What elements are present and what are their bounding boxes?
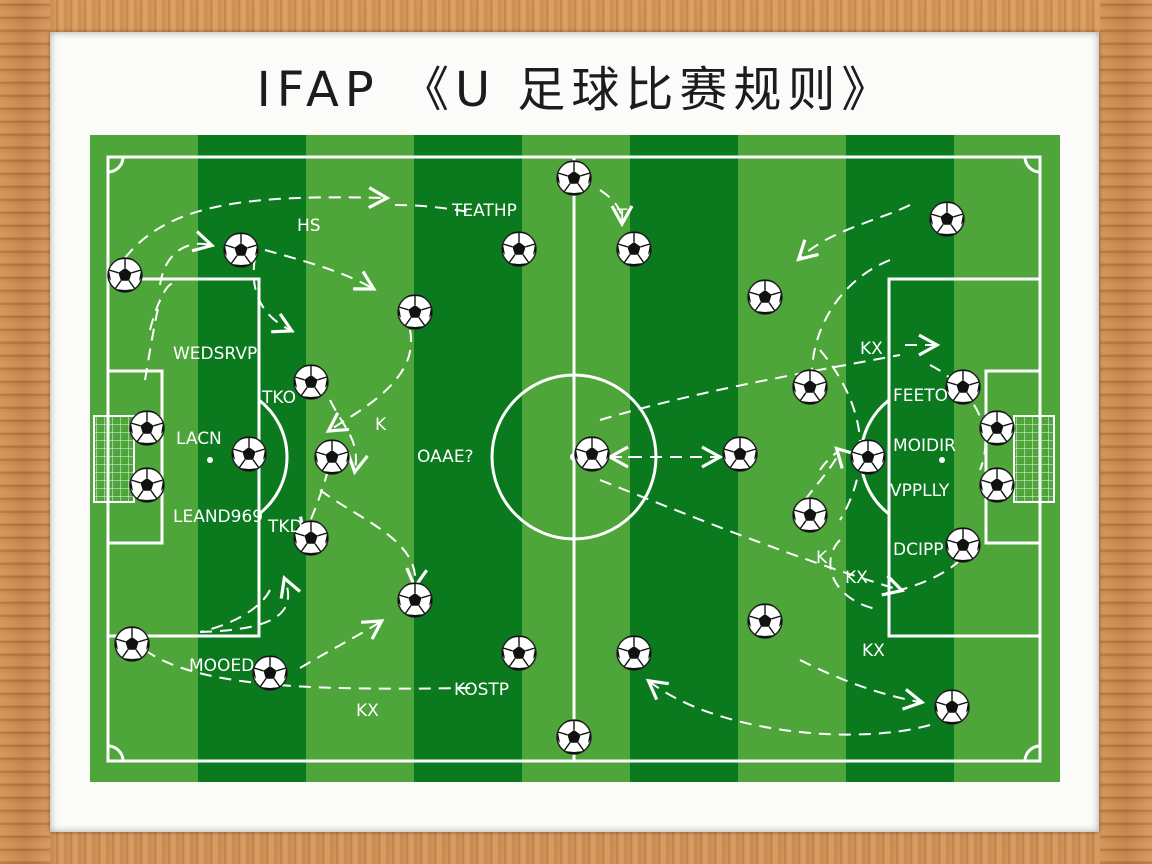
ball-player-icon bbox=[945, 527, 981, 563]
ball-player-icon bbox=[747, 603, 783, 639]
ball-player-icon bbox=[929, 201, 965, 237]
ball-player-icon bbox=[945, 369, 981, 405]
frame-left bbox=[0, 0, 50, 864]
ball-player-icon bbox=[114, 626, 150, 662]
label-right-2: MOIDIR bbox=[893, 436, 956, 456]
ball-player-icon bbox=[979, 410, 1015, 446]
label-left-box-mid: LACN bbox=[176, 429, 222, 449]
ball-player-icon bbox=[293, 364, 329, 400]
ball-player-icon bbox=[397, 294, 433, 330]
ball-player-icon bbox=[107, 257, 143, 293]
ball-player-icon bbox=[722, 436, 758, 472]
ball-player-icon bbox=[129, 467, 165, 503]
ball-player-icon bbox=[934, 689, 970, 725]
label-bottom-left: MOOED bbox=[189, 656, 254, 676]
ball-player-icon bbox=[501, 635, 537, 671]
label-top-left: HS bbox=[297, 216, 321, 236]
ball-player-icon bbox=[792, 369, 828, 405]
label-top-right-small: T bbox=[616, 206, 628, 226]
label-right-mark-4: K bbox=[816, 548, 828, 568]
ball-player-icon bbox=[231, 436, 267, 472]
label-right-mark-2: KX bbox=[845, 568, 868, 588]
label-bottom-mark: KX bbox=[356, 701, 379, 721]
label-right-mark-3: KX bbox=[862, 641, 885, 661]
movement-arrows bbox=[124, 186, 987, 736]
right-goal-net bbox=[1013, 415, 1055, 503]
ball-player-icon bbox=[314, 439, 350, 475]
page-title: IFAP 《U 足球比赛规则》 bbox=[256, 62, 896, 118]
label-top-mid: TEATHP bbox=[451, 201, 517, 221]
label-right-3: VPPLLY bbox=[890, 481, 950, 501]
ball-player-icon bbox=[129, 410, 165, 446]
ball-player-icon bbox=[979, 467, 1015, 503]
label-left-near-top: TKO bbox=[261, 388, 296, 408]
ball-player-icon bbox=[501, 231, 537, 267]
left-goal-net bbox=[93, 415, 135, 503]
ball-player-icon bbox=[616, 231, 652, 267]
tactic-labels: HS TEATHP T WEDSRVP LACN LEAND969 TKO TK… bbox=[173, 201, 956, 721]
label-right-1: FEETO bbox=[893, 386, 948, 406]
ball-player-icon bbox=[556, 719, 592, 755]
label-center: OAAE? bbox=[417, 447, 474, 467]
frame-right bbox=[1100, 0, 1152, 864]
ball-player-icon bbox=[574, 436, 610, 472]
ball-player-icon bbox=[397, 582, 433, 618]
label-left-box-bottom: LEAND969 bbox=[173, 507, 263, 527]
ball-player-icon bbox=[556, 160, 592, 196]
label-right-4: DCIPP bbox=[893, 540, 943, 560]
ball-player-icon bbox=[252, 655, 288, 691]
label-right-mark-1: KX bbox=[860, 339, 883, 359]
label-left-mid: K bbox=[375, 415, 387, 435]
ball-player-icon bbox=[747, 279, 783, 315]
ball-player-icon bbox=[850, 439, 886, 475]
label-left-box-top: WEDSRVP bbox=[173, 344, 257, 364]
ball-player-icon bbox=[223, 232, 259, 268]
label-left-near-bottom: TKD bbox=[267, 517, 303, 537]
ball-player-icon bbox=[616, 635, 652, 671]
ball-player-icon bbox=[792, 497, 828, 533]
label-bottom-mid: KOSTP bbox=[454, 680, 509, 700]
